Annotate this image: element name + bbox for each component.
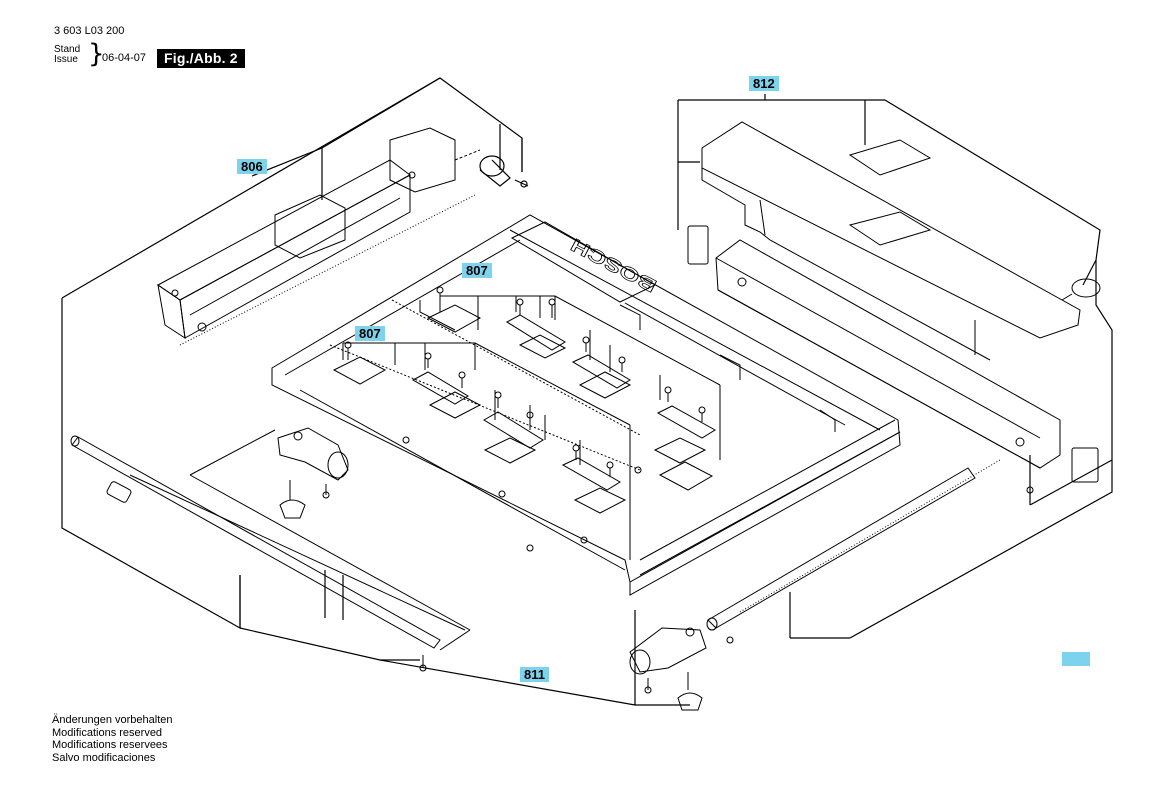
saw-table — [271, 214, 901, 596]
figure-label: Fig./Abb. 2 — [157, 49, 245, 68]
bracket-806 — [251, 77, 523, 200]
note-english: Modifications reserved — [52, 726, 163, 739]
brace-glyph: } — [88, 39, 105, 69]
fence-812 — [687, 121, 1101, 483]
document-number: 3 603 L03 200 — [54, 25, 125, 37]
tube-rails-811 — [70, 429, 1001, 651]
issue-date: 06-04-07 — [102, 52, 147, 64]
stand-label: Stand — [54, 44, 81, 55]
rail-806 — [157, 127, 481, 346]
note-spanish: Salvo modificaciones — [52, 751, 156, 764]
stand-issue-label: Stand Issue — [54, 45, 80, 65]
insert-plates-807 — [332, 295, 721, 560]
label-color-swatch — [1062, 652, 1090, 666]
part-label-812: 812 — [749, 76, 779, 91]
note-german: Änderungen vorbehalten — [52, 714, 173, 726]
modification-notes: Änderungen vorbehalten Modifications res… — [52, 714, 172, 764]
part-label-807-lower: 807 — [355, 326, 385, 341]
table-brand-text: BOSCH — [567, 234, 659, 296]
bracket-812 — [677, 94, 1101, 286]
note-french: Modifications reservees — [52, 739, 168, 751]
part-label-811: 811 — [520, 667, 549, 682]
part-label-807-upper: 807 — [462, 263, 492, 278]
issue-label: Issue — [54, 54, 78, 65]
end-cap-806 — [479, 155, 529, 188]
part-label-806: 806 — [237, 159, 267, 174]
screws — [322, 286, 1034, 694]
clamp-brackets — [277, 427, 707, 711]
outer-frame-lines — [61, 77, 1113, 706]
